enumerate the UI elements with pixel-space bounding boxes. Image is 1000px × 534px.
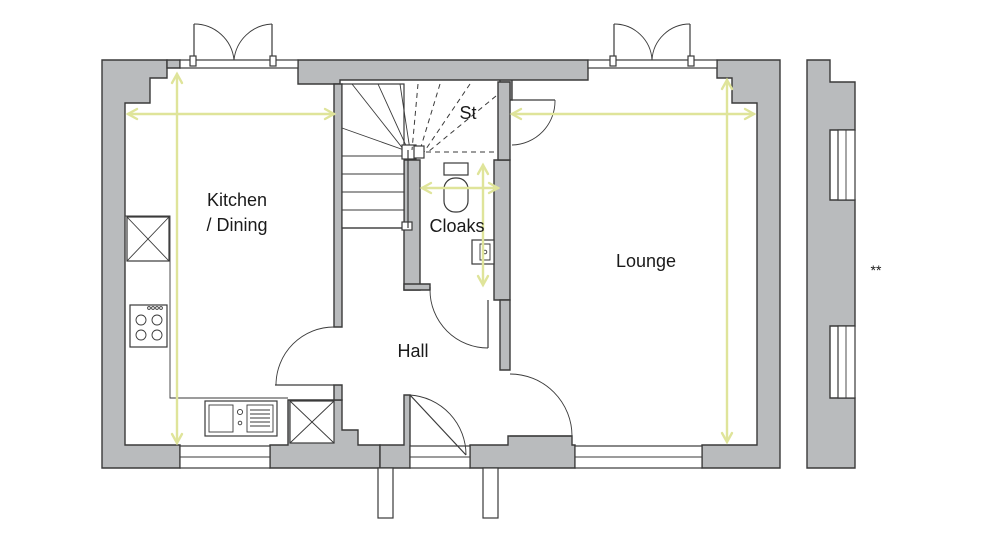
- dimension-arrowhead: [323, 107, 337, 121]
- hob-ring: [151, 314, 163, 326]
- top-wall-left: [166, 59, 181, 69]
- bottom-wall-lounge: [469, 435, 576, 469]
- kitchen-fittings: [125, 215, 335, 444]
- hob-ring: [135, 314, 147, 326]
- dimension-arrowhead: [476, 274, 490, 288]
- french-doors-lounge: [587, 23, 718, 69]
- cloaks-wall-bottom: [403, 283, 431, 291]
- hall-kitchen-wall-lower: [333, 384, 343, 401]
- room-label-hall: Hall: [397, 341, 428, 361]
- hob-ring: [135, 329, 147, 341]
- room-label-cloaks: Cloaks: [429, 216, 484, 236]
- hall-kitchen-wall-upper: [333, 83, 343, 328]
- dimension-arrowhead: [487, 181, 501, 195]
- room-label-kitchen: Kitchen: [207, 190, 267, 210]
- dimension-arrowhead: [170, 432, 184, 446]
- wc-seat: [443, 177, 469, 213]
- staircase: [341, 83, 498, 231]
- cloaks-wall-right: [493, 159, 511, 301]
- dimension-arrowhead: [509, 107, 523, 121]
- dimension-arrowhead: [476, 162, 490, 176]
- doors: [275, 99, 573, 519]
- left-wall: [101, 59, 181, 469]
- window-side-bottom: [837, 325, 856, 399]
- lounge-wall-lower: [499, 299, 511, 371]
- dimension-arrowhead: [125, 107, 139, 121]
- room-labels: Kitchen / Dining St Cloaks Lounge Hall *…: [206, 103, 882, 361]
- windows: [179, 129, 856, 469]
- dimension-arrowhead: [720, 431, 734, 445]
- hob-ring: [151, 329, 163, 341]
- cloaks-fittings: [443, 162, 495, 265]
- dimension-arrowhead: [720, 77, 734, 91]
- dimension-arrowhead: [743, 107, 757, 121]
- footnote-marker: **: [871, 262, 882, 278]
- dimension-lines: [125, 71, 757, 446]
- french-doors-kitchen: [179, 23, 299, 69]
- hob: [129, 304, 168, 348]
- kitchen-sink: [204, 400, 278, 437]
- worktop: [125, 215, 288, 399]
- dimension-arrowhead: [419, 181, 433, 195]
- room-label-store: St: [459, 103, 476, 123]
- room-label-dining: / Dining: [206, 215, 267, 235]
- dimension-arrowhead: [170, 71, 184, 85]
- wc-cistern: [443, 162, 469, 176]
- side-wall: [806, 59, 856, 469]
- bottom-wall-door-left: [379, 394, 411, 469]
- room-label-lounge: Lounge: [616, 251, 676, 271]
- window-side-top: [837, 129, 856, 201]
- top-wall-right: [701, 59, 781, 469]
- store-wall-right: [497, 81, 511, 161]
